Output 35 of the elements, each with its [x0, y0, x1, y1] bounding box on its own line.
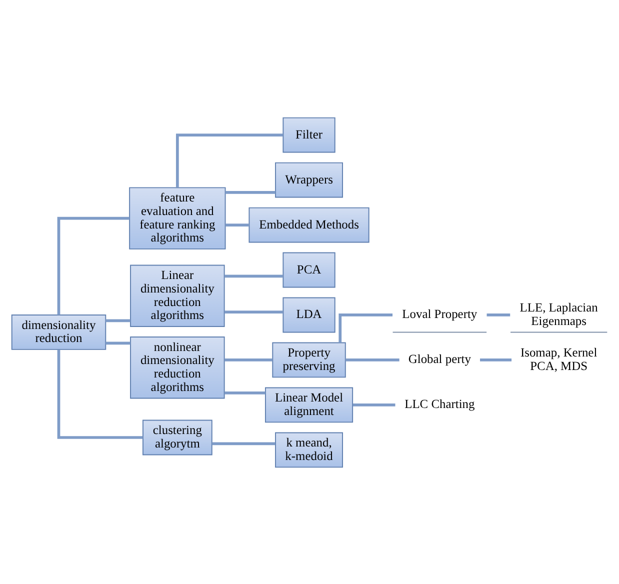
node-box: k meand, k-medoid: [275, 432, 343, 468]
node-box: Wrappers: [275, 162, 343, 198]
connector: [224, 274, 283, 278]
connector: [352, 403, 396, 406]
connector: [212, 442, 276, 445]
node-box: dimensionality reduction: [11, 314, 106, 350]
connector: [338, 313, 393, 342]
node-box: Property preserving: [272, 342, 346, 378]
node-box: LDA: [282, 296, 336, 332]
node-text: Loval Property: [402, 306, 478, 321]
connector: [486, 313, 510, 316]
node-box: Filter: [282, 116, 336, 152]
connector: [106, 318, 130, 322]
node-text: LLC Charting: [404, 396, 475, 411]
node-box: clustering algorytm: [142, 419, 212, 455]
connector: [224, 391, 266, 394]
node-box: feature evaluation and feature ranking algorithms: [129, 186, 226, 249]
node-text: LLE, Laplacian Eigenmaps: [520, 300, 598, 328]
connector: [176, 133, 284, 187]
connector: [225, 190, 276, 194]
node-box: nonlinear dimensionality reduction algorithms: [130, 336, 225, 398]
node-box: Linear dimensionality reduction algorithms: [130, 264, 225, 326]
node-box: PCA: [282, 252, 336, 288]
connector: [225, 223, 249, 226]
connector: [224, 358, 273, 361]
connector: [106, 341, 130, 344]
node-box: Linear Model alignment: [265, 386, 354, 422]
node-text: Global perty: [408, 352, 471, 366]
node-box: Embedded Methods: [248, 206, 370, 242]
connector: [345, 358, 400, 361]
connector: [480, 358, 512, 361]
node-text: Isomap, Kernel PCA, MDS: [520, 345, 598, 372]
connector: [224, 310, 283, 314]
connector: [57, 216, 130, 314]
connector: [57, 349, 143, 438]
